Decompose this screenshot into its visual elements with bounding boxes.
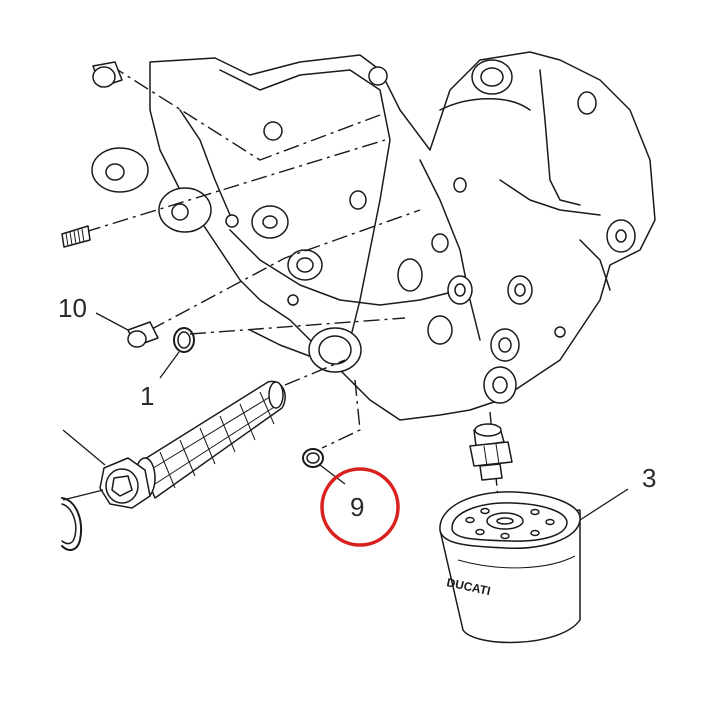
crankcase-housing: [91, 51, 656, 421]
callout-label-10: 10: [58, 293, 87, 323]
callout-label-3: 3: [642, 463, 656, 493]
o-ring-bottom-left: [61, 497, 82, 551]
o-ring-9: [302, 448, 324, 468]
callout-leader-lines: [62, 312, 629, 521]
filter-nipple-fitting: [469, 423, 513, 481]
assembly-axis-lines: [84, 64, 501, 521]
dowel-pin-top: [92, 61, 123, 88]
dowel-pin-10: [127, 321, 159, 348]
highlight-circle-part-9: [320, 467, 400, 547]
o-ring-1: [173, 327, 195, 353]
threaded-stud: [61, 225, 91, 248]
oil-filter-cartridge: DUCATI: [439, 491, 581, 644]
mesh-oil-strainer: [99, 380, 286, 509]
callout-label-9: 9: [350, 492, 364, 522]
callout-label-1: 1: [140, 381, 154, 411]
